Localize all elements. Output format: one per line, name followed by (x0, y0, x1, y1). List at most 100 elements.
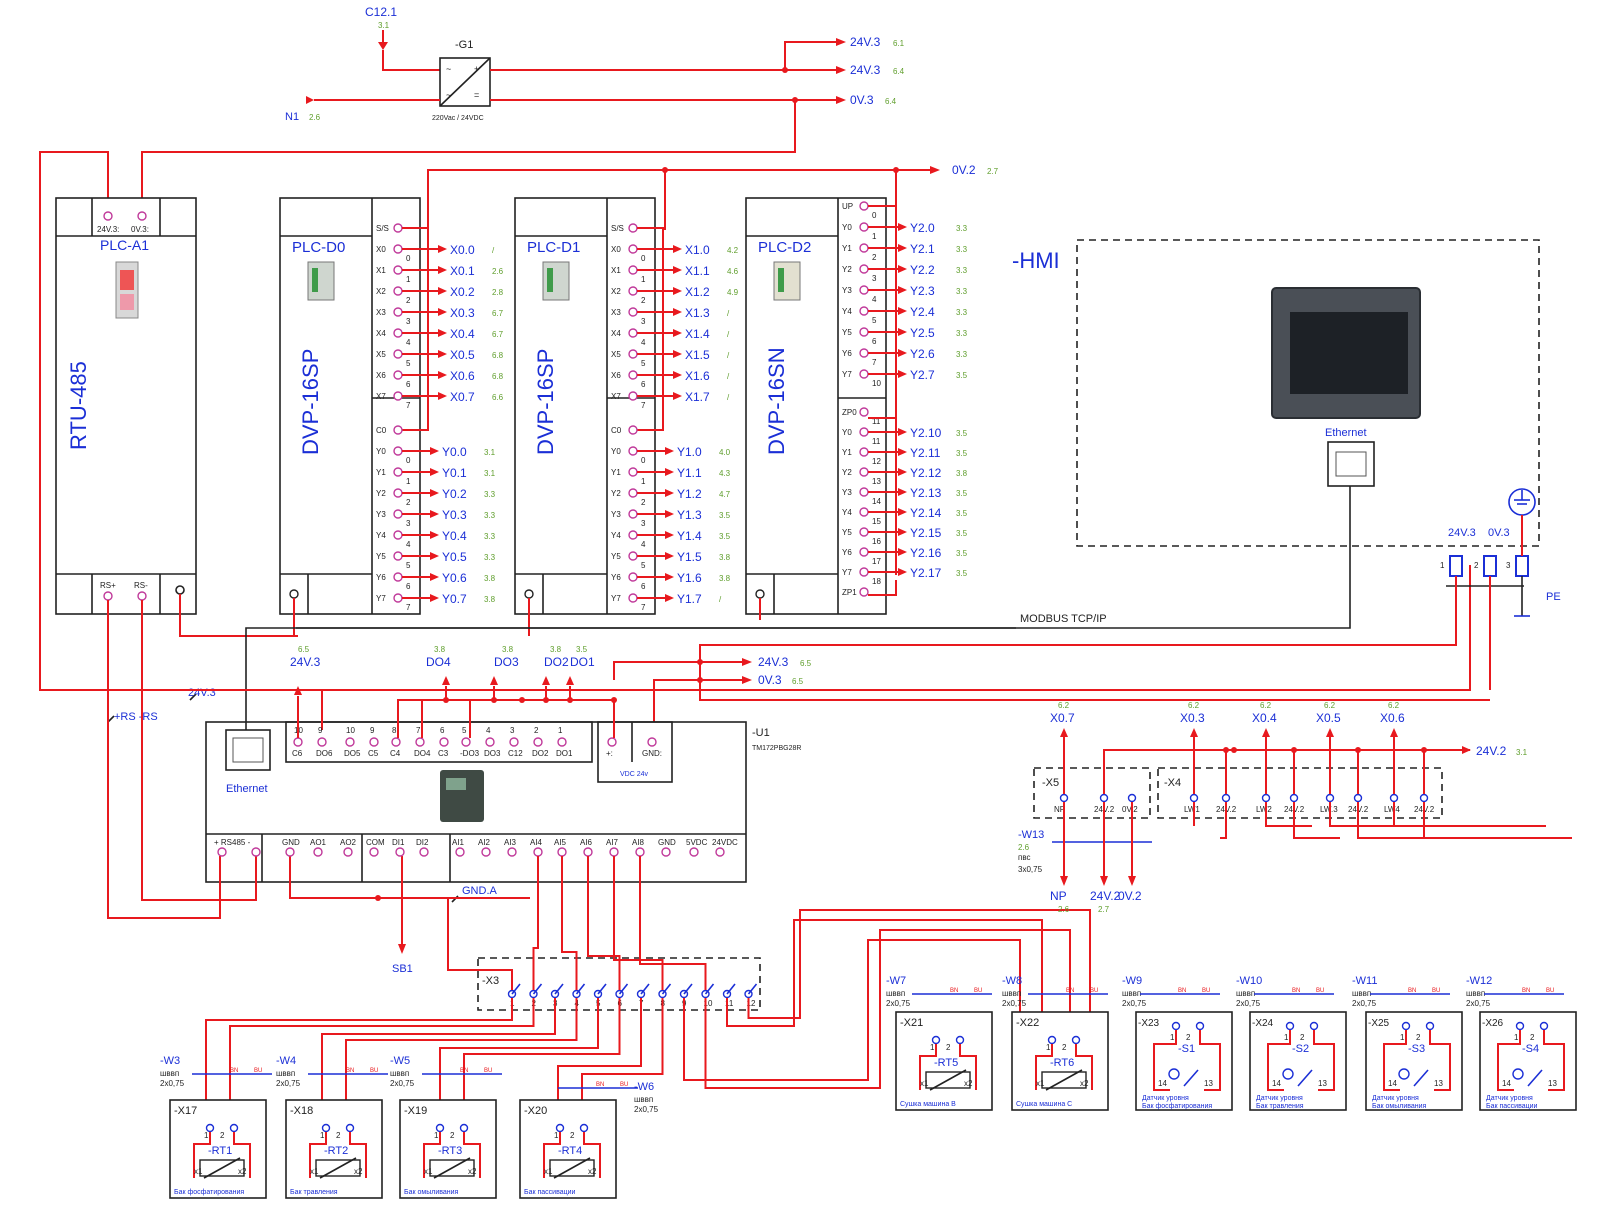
u1-top-pin: DO3 (484, 749, 501, 758)
cable-size: 2x0,75 (1466, 999, 1491, 1008)
plc-d2-pin: Y2 (842, 265, 852, 274)
plc-d1-input: X1.3 (685, 306, 710, 320)
u1-bottom-pin: AI7 (606, 838, 619, 847)
plc-d2-output: Y2.5 (910, 326, 935, 340)
sensor-caption-1: Датчик уровня (1372, 1095, 1419, 1102)
plc-d1-input-ref: / (727, 372, 730, 381)
plc-d2-output-ref: 3.3 (956, 287, 968, 296)
wire-code: BN (596, 1082, 604, 1088)
plc-d0-title: PLC-D0 (292, 239, 345, 256)
u1-controller: 6.5 24V.3 3.8 DO4 3.8 DO3 3.8 DO2 3.5 DO… (40, 600, 1490, 975)
plc-d2-output: Y2.0 (910, 221, 935, 235)
plc-d1-output-ref: 3.8 (719, 553, 731, 562)
plc-d2-pin: Y3 (842, 286, 852, 295)
cable-type: шввп (1236, 989, 1255, 998)
plc-d0-output-ref: 3.3 (484, 553, 496, 562)
rt-label: -RT2 (324, 1145, 348, 1157)
plc-d1-out-pin: Y3 (611, 510, 621, 519)
plc-d2-num: 3 (872, 274, 877, 283)
plc-d0-out-num: 2 (406, 498, 411, 507)
plc-d0-input: X0.3 (450, 306, 475, 320)
u1-top-pin: DO6 (316, 749, 333, 758)
rt-pin: x2 (468, 1167, 477, 1176)
plc-d2-pin: Y3 (842, 488, 852, 497)
wire-code: BU (974, 988, 982, 994)
plc-d2-output: Y2.13 (910, 486, 942, 500)
plc-d0-input-ref: 6.7 (492, 309, 504, 318)
plc-d1-output: Y1.4 (677, 529, 702, 543)
float-switch-icon (1282, 1068, 1294, 1080)
u1-bottom-pin: AO2 (340, 838, 357, 847)
sensor-caption: Бак фосфатирования (174, 1189, 244, 1196)
u1-label-do1: DO1 (570, 655, 595, 669)
s-pin: 13 (1434, 1079, 1443, 1088)
cable-type: шввп (160, 1069, 179, 1078)
plc-d2-output-ref: 3.3 (956, 350, 968, 359)
plc-d2-num: 6 (872, 337, 877, 346)
plc-d0-out-pin: Y3 (376, 510, 386, 519)
plc-d0-in-pin: X0 (376, 245, 386, 254)
plc-d1-out-pin: Y1 (611, 468, 621, 477)
term-num: 1 (1514, 1033, 1519, 1042)
plc-d1-input: X1.1 (685, 264, 710, 278)
terminal-box-label: -X21 (900, 1017, 923, 1029)
supply-out-1-ref: 6.1 (893, 39, 905, 48)
plc-d1-out-pin: Y4 (611, 531, 621, 540)
term-num: 1 (554, 1131, 559, 1140)
cable-label: -W11 (1352, 975, 1377, 987)
u1-bottom-pin: 24VDC (712, 838, 738, 847)
sensor-feed-label: 24V.2 (1476, 744, 1507, 758)
plc-d0-output: Y0.3 (442, 508, 467, 522)
svg-text:~: ~ (446, 64, 451, 74)
cable-type: шввп (634, 1095, 653, 1104)
cable-label: -W8 (1002, 975, 1022, 987)
plc-d1-output-ref: 3.5 (719, 511, 731, 520)
plc-d1-in-pin: X5 (611, 350, 621, 359)
plc-d0-out-pin: Y0 (376, 447, 386, 456)
plc-d2-output-ref: 3.3 (956, 266, 968, 275)
term-num: 1 (930, 1043, 935, 1052)
u1-feed-0v3: 0V.3 (758, 673, 782, 687)
x4-title: -X4 (1164, 777, 1181, 789)
plc-d1-input-ref: 4.9 (727, 288, 739, 297)
wire-code: BU (484, 1068, 492, 1074)
u1-top-num: 1 (558, 726, 563, 735)
hmi-ethernet-label: Ethernet (1325, 427, 1367, 439)
plc-d1-input-ref: / (727, 330, 730, 339)
sensor-caption-2: Бак травления (1256, 1103, 1304, 1110)
plc-a1-module: 24V.3: 0V.3: PLC-A1 RTU-485 RS+ RS- (55, 197, 298, 637)
terminal-box-label: -X26 (1482, 1018, 1504, 1029)
cable-size: 2x0,75 (886, 999, 911, 1008)
u1-bottom-pin: AI3 (504, 838, 517, 847)
x3-title: -X3 (482, 975, 499, 987)
plc-d1-input: X1.2 (685, 285, 710, 299)
wire-code: BN (1408, 988, 1416, 994)
ov2-ref: 2.7 (987, 167, 999, 176)
wire-code: BU (370, 1068, 378, 1074)
power-supply-g1: C12.1 3.1 ~ ~ + = -G1 220Vac / 24VDC N1 … (39, 5, 1471, 691)
plc-d2-num: 15 (872, 517, 881, 526)
wire-code: BU (1090, 988, 1098, 994)
thermistor-icon (1041, 1071, 1087, 1089)
x3-terminal-number: 10 (704, 999, 713, 1008)
n1-ref: 2.6 (309, 113, 321, 122)
plc-d1-input-ref: / (727, 393, 730, 402)
plc-d1-title: PLC-D1 (527, 239, 580, 256)
plc-a1-device-icon (115, 261, 139, 319)
plc-d2-num: 7 (872, 358, 877, 367)
term-num: 2 (1416, 1033, 1421, 1042)
plc-d2-num: 10 (872, 379, 881, 388)
rt-label: -RT5 (934, 1057, 958, 1069)
supply-out-2: 24V.3 (850, 63, 881, 77)
plc-d1-output: Y1.6 (677, 571, 702, 585)
hmi-ethernet-port-icon (1327, 441, 1375, 487)
plc-d1-in-pin: X3 (611, 308, 621, 317)
hmi-term-2: 2 (1474, 561, 1479, 570)
u1-feed-24v3: 24V.3 (758, 655, 789, 669)
plc-d2-pin: Y2 (842, 468, 852, 477)
plc-a1-pin-0v: 0V.3: (131, 225, 149, 234)
sensor-input-label: X0.7 (1050, 711, 1075, 725)
plc-d1-in-num: 2 (641, 296, 646, 305)
